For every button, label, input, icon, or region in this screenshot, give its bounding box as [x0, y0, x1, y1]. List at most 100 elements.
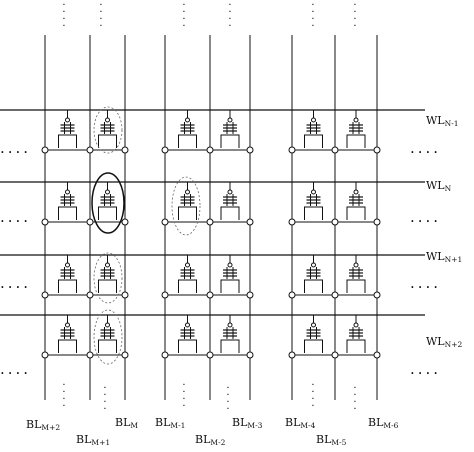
bl-label-m-plus-1: BLM+1	[76, 433, 111, 447]
memory-cell-r0-g0-a	[58, 110, 77, 148]
memory-cell-r0-g2-a	[304, 110, 323, 148]
highlight-marks	[91, 106, 201, 365]
dotted-highlight-3	[93, 252, 123, 304]
channel	[304, 206, 323, 220]
channel	[304, 134, 323, 148]
dotted-highlight-2	[171, 176, 201, 236]
left-ellipsis-3: ....	[0, 274, 32, 292]
channel	[220, 339, 240, 353]
top-dots-5: ····	[311, 0, 315, 32]
memory-cell-r3-g2-a	[304, 315, 323, 353]
right-ellipsis-3: ....	[410, 274, 442, 292]
contact-node	[373, 146, 381, 154]
contact-node	[121, 146, 129, 154]
bit-lines	[44, 35, 378, 400]
channel	[98, 339, 117, 353]
memory-cell-r2-g2-b	[346, 255, 366, 293]
channel	[346, 339, 366, 353]
gate-node	[311, 189, 316, 195]
contact-node	[288, 218, 296, 226]
memory-cell-r2-g1-b	[220, 255, 240, 293]
bl-label-m-minus-5: BLM-5	[316, 433, 347, 447]
gate-node	[185, 262, 190, 268]
contact-node	[121, 291, 129, 299]
memory-cell-r3-g0-a	[58, 315, 77, 353]
gate-node	[353, 262, 359, 268]
bottom-dots-3: ····	[182, 380, 186, 412]
bl-label-m-minus-4: BLM-4	[285, 416, 316, 430]
memory-cell-r0-g2-b	[346, 110, 366, 148]
gate-node	[311, 262, 316, 268]
contact-node	[206, 351, 214, 359]
bottom-dots-5: ····	[311, 380, 315, 412]
memory-cell-r1-g0-b	[98, 182, 117, 220]
channel	[58, 134, 77, 148]
channel	[304, 339, 323, 353]
contact-node	[373, 351, 381, 359]
wl-label-n-plus-2: WLN+2	[426, 335, 463, 349]
memory-cell-r2-g0-a	[58, 255, 77, 293]
bl-label-m-minus-1: BLM-1	[155, 416, 186, 430]
memory-cell-r3-g2-b	[346, 315, 366, 353]
channel	[58, 279, 77, 293]
contact-node	[161, 291, 169, 299]
solid-highlight	[91, 172, 125, 234]
memory-cell-r0-g1-a	[178, 110, 197, 148]
top-dots-6: ····	[353, 0, 357, 32]
bl-label-m-minus-3: BLM-3	[232, 416, 263, 430]
top-dots-2: ····	[99, 0, 103, 32]
contact-node	[86, 146, 94, 154]
wl-label-n-plus-1: WLN+1	[426, 250, 463, 264]
channel	[178, 206, 197, 220]
bottom-dots-6: ····	[353, 383, 357, 415]
memory-cell-r2-g0-b	[98, 255, 117, 293]
contact-node	[161, 218, 169, 226]
channel	[304, 279, 323, 293]
gate-node	[185, 189, 190, 195]
memory-cell-r1-g2-a	[304, 182, 323, 220]
gate-node	[65, 189, 70, 195]
left-ellipsis-1: ....	[0, 139, 32, 157]
channel	[178, 279, 197, 293]
contact-node	[331, 146, 339, 154]
memory-cells	[41, 110, 381, 359]
contact-node	[206, 218, 214, 226]
gate-node	[65, 117, 70, 123]
memory-cell-r1-g1-a	[178, 182, 197, 220]
gate-node	[105, 189, 110, 195]
contact-node	[206, 146, 214, 154]
channel	[220, 279, 240, 293]
bottom-dots-4: ····	[226, 383, 230, 415]
right-ellipsis-4: ....	[410, 360, 442, 378]
gate-node	[185, 117, 190, 123]
gate-node	[105, 262, 110, 268]
contact-node	[373, 218, 381, 226]
bottom-dots-2: ····	[103, 383, 107, 415]
contact-node	[86, 351, 94, 359]
contact-node	[41, 146, 49, 154]
gate-node	[227, 262, 233, 268]
memory-cell-r3-g0-b	[98, 315, 117, 353]
channel	[220, 134, 240, 148]
contact-node	[331, 218, 339, 226]
channel	[346, 134, 366, 148]
memory-cell-r2-g1-a	[178, 255, 197, 293]
gate-node	[311, 322, 316, 328]
right-ellipsis-2: ....	[410, 208, 442, 226]
channel	[346, 279, 366, 293]
gate-node	[65, 262, 70, 268]
bottom-dots-1: ····	[62, 380, 66, 412]
channel	[220, 206, 240, 220]
memory-cell-r3-g1-a	[178, 315, 197, 353]
bl-label-m-minus-6: BLM-6	[368, 416, 399, 430]
bl-label-m-minus-2: BLM-2	[195, 433, 226, 447]
contact-node	[41, 218, 49, 226]
contact-node	[246, 218, 254, 226]
gate-node	[105, 117, 110, 123]
contact-node	[288, 291, 296, 299]
gate-node	[227, 189, 233, 195]
memory-cell-r1-g0-a	[58, 182, 77, 220]
contact-node	[41, 291, 49, 299]
contact-node	[331, 291, 339, 299]
